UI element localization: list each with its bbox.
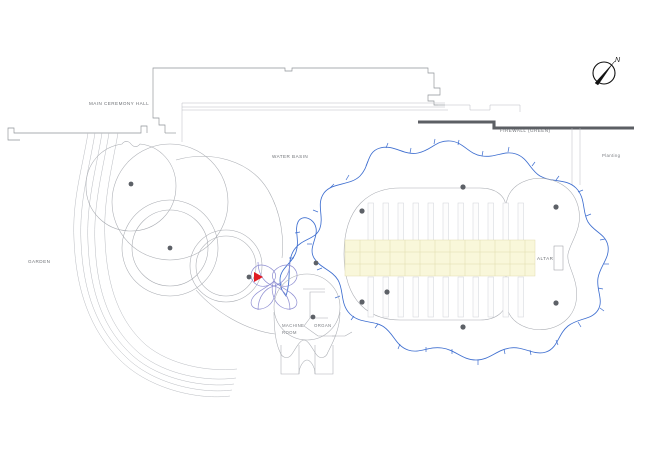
label-machine-room-line1: MACHINE — [282, 323, 304, 328]
pew-row — [517, 276, 524, 318]
chapel-left-bowl — [343, 187, 401, 321]
pew-row — [382, 202, 389, 242]
altar-element — [553, 245, 564, 271]
label-altar: ALTAR — [537, 256, 554, 261]
pew-row — [397, 276, 404, 318]
planting-guide-lines — [571, 128, 581, 185]
label-organ: ORGAN — [314, 323, 332, 328]
column-dot — [460, 184, 466, 190]
pew-row — [472, 276, 479, 318]
hall-inner-wall — [181, 102, 448, 142]
pew-row — [397, 202, 404, 242]
compass-needle — [594, 60, 616, 86]
pew-row — [502, 202, 509, 242]
pew-row — [517, 202, 524, 242]
label-water-basin: WATER BASIN — [272, 154, 308, 159]
pew-row — [487, 276, 494, 318]
water-basin-edge-ticks — [277, 138, 609, 365]
garden-contour-curves — [73, 132, 238, 398]
label-planting: Planting — [602, 153, 621, 158]
pew-row — [382, 276, 389, 318]
column-dot — [553, 204, 559, 210]
main-ceremony-hall-outline — [7, 67, 445, 141]
pew-row — [457, 202, 464, 242]
water-basin-outline — [279, 140, 609, 361]
column-dot — [384, 289, 390, 295]
hall-right-notch — [438, 104, 521, 112]
pew-row — [502, 276, 509, 318]
label-firewall-green: FIREWALL (GREEN) — [500, 128, 551, 133]
pew-row — [442, 276, 449, 318]
machine-room-organ-block — [273, 273, 353, 375]
pew-row — [427, 276, 434, 318]
column-dot — [359, 299, 365, 305]
pew-row — [367, 202, 374, 242]
garden-circular-rooms — [85, 141, 283, 335]
firewall-line — [418, 120, 634, 130]
label-machine-room-line2: ROOM — [282, 330, 297, 335]
pew-row — [412, 202, 419, 242]
four-petal-feature — [250, 261, 298, 311]
pew-row — [472, 202, 479, 242]
central-aisle-band — [344, 239, 536, 277]
pew-row — [487, 202, 494, 242]
column-dot — [460, 324, 466, 330]
pew-row — [442, 202, 449, 242]
column-dot — [313, 260, 319, 266]
pew-rows-lower — [367, 276, 524, 318]
structural-columns — [128, 181, 559, 330]
column-dot — [310, 314, 316, 320]
label-garden: GARDEN — [28, 259, 50, 264]
north-arrow: N — [592, 57, 621, 86]
column-dot — [553, 300, 559, 306]
column-dot — [167, 245, 173, 251]
pew-rows-upper — [367, 202, 524, 242]
column-dot — [359, 208, 365, 214]
pew-row — [427, 202, 434, 242]
pew-row — [457, 276, 464, 318]
north-label: N — [615, 57, 621, 64]
label-main-ceremony-hall: MAIN CEREMONY HALL — [89, 101, 149, 106]
pew-row — [367, 276, 374, 318]
view-direction-marker[interactable] — [254, 272, 263, 282]
pew-row — [412, 276, 419, 318]
column-dot — [128, 181, 134, 187]
column-dot — [246, 274, 252, 280]
